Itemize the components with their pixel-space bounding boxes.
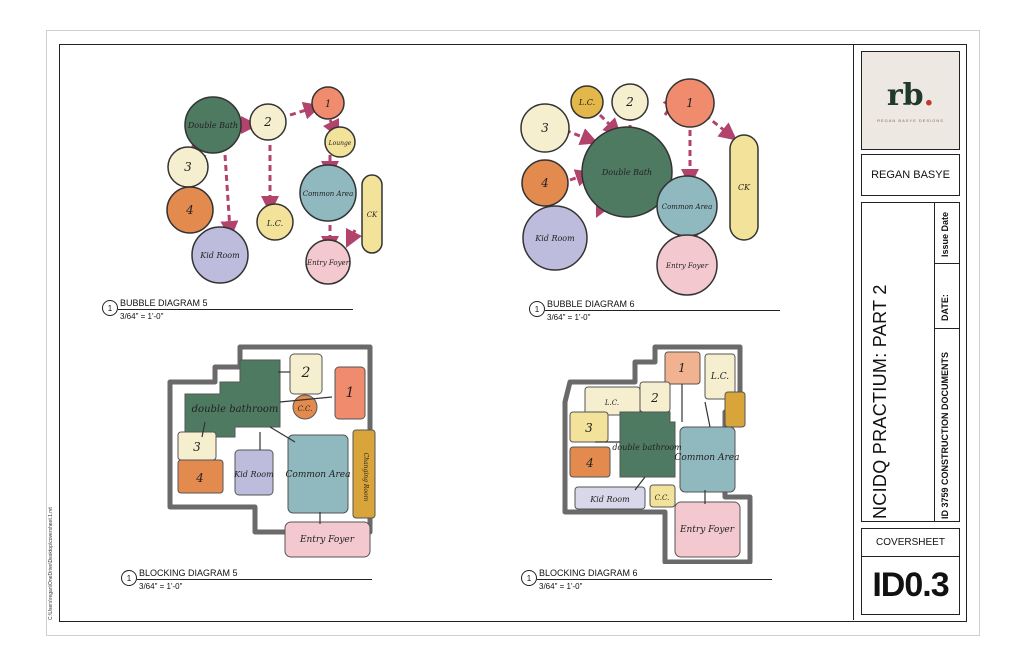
sketch-label: 1 bbox=[325, 99, 331, 110]
sketch-label: 3 bbox=[184, 160, 192, 174]
sheet-info: COVERSHEET ID0.3 bbox=[861, 528, 960, 615]
file-path: C:\Users\regan\OneDrive\Desktop\covershe… bbox=[48, 507, 54, 620]
sketch-label: 2 bbox=[650, 391, 659, 405]
sketch-label: 1 bbox=[678, 361, 686, 375]
sketch-label: Double Bath bbox=[187, 121, 238, 130]
sketch-label: Common Area bbox=[675, 453, 740, 463]
sheet-title: COVERSHEET bbox=[862, 529, 959, 557]
date-label: DATE: bbox=[940, 294, 950, 321]
sketch-label: 2 bbox=[263, 115, 272, 129]
sheet-number: ID0.3 bbox=[862, 557, 959, 614]
drawing-scale: 3/64" = 1'-0" bbox=[539, 582, 582, 591]
sketch-label: 3 bbox=[585, 421, 593, 435]
sketch-label: 1 bbox=[686, 96, 694, 110]
drawing-number: 1 bbox=[121, 570, 137, 586]
sketch-label: double bathroom bbox=[612, 443, 682, 452]
blocking-diagram-5: double bathroom 2 1 C.C. 3 4 Kid Room Co… bbox=[160, 332, 390, 564]
sketch-label: Kid Room bbox=[233, 470, 274, 479]
sketch-label: CK bbox=[738, 183, 751, 192]
label-rule bbox=[537, 579, 772, 580]
sketch-label: Entry Foyer bbox=[679, 525, 735, 535]
label-rule bbox=[545, 310, 780, 311]
sketch-label: L.C. bbox=[604, 399, 619, 407]
sketch-label: L.C. bbox=[710, 372, 729, 382]
label-rule bbox=[137, 579, 372, 580]
designer-name: REGAN BASYE bbox=[861, 154, 960, 196]
sketch-label: Common Area bbox=[662, 203, 713, 211]
sketch-label: Common Area bbox=[286, 470, 351, 480]
bubble-diagram-5: Double Bath 2 1 Lounge 3 4 Common Area C… bbox=[150, 70, 390, 300]
logo-tagline: REGAN BASYE DESIGNS bbox=[862, 118, 959, 123]
drawing-title: BLOCKING DIAGRAM 5 bbox=[139, 568, 238, 578]
drawing-scale: 3/64" = 1'-0" bbox=[139, 582, 182, 591]
sketch-label: C.C. bbox=[298, 405, 313, 413]
logo: rb. REGAN BASYE DESIGNS bbox=[861, 51, 960, 150]
drawing-title: BUBBLE DIAGRAM 6 bbox=[547, 299, 635, 309]
sketch-label: Entry Foyer bbox=[299, 535, 355, 545]
drawing-title: BUBBLE DIAGRAM 5 bbox=[120, 298, 208, 308]
bubble-diagram-6: L.C. 2 3 1 Double Bath 4 Common Area CK … bbox=[515, 70, 775, 300]
sketch-label: double bathroom bbox=[192, 404, 279, 415]
sketch-label: Entry Foyer bbox=[665, 262, 709, 270]
drawing-number: 1 bbox=[521, 570, 537, 586]
sketch-label: Kid Room bbox=[199, 251, 240, 260]
sketch-label: Common Area bbox=[303, 190, 354, 198]
drawing-number: 1 bbox=[102, 300, 118, 316]
sketch-label: L.C. bbox=[266, 219, 283, 228]
sketch-label: 4 bbox=[195, 471, 204, 485]
divider bbox=[934, 328, 959, 329]
drawing-scale: 3/64" = 1'-0" bbox=[120, 312, 163, 321]
sketch-label: L.C. bbox=[578, 98, 595, 107]
divider bbox=[934, 203, 935, 521]
divider bbox=[934, 263, 959, 264]
sketch-label: 2 bbox=[301, 365, 311, 381]
course-title: ID 3759 CONSTRUCTION DOCUMENTS bbox=[940, 352, 950, 519]
logo-mark: rb. bbox=[862, 78, 959, 113]
sketch-label: 2 bbox=[625, 95, 634, 109]
sketch-label: Kid Room bbox=[589, 495, 630, 504]
sketch-label: Entry Foyer bbox=[306, 259, 350, 267]
project-info: NCIDQ PRACTIUM: PART 2 ID 3759 CONSTRUCT… bbox=[861, 202, 960, 522]
sketch-label: 3 bbox=[541, 121, 549, 135]
drawing-number: 1 bbox=[529, 301, 545, 317]
sketch-label: 4 bbox=[540, 176, 549, 190]
sketch-label: Kid Room bbox=[534, 234, 575, 243]
issue-date-label: Issue Date bbox=[940, 212, 950, 257]
sketch-label: 4 bbox=[185, 203, 194, 217]
blocking-diagram-6: 1 L.C. L.C. 2 3 double bathroom Common A… bbox=[555, 332, 785, 564]
sketch-label: 1 bbox=[346, 385, 355, 401]
sketch-label: 3 bbox=[193, 440, 201, 454]
label-rule bbox=[118, 309, 353, 310]
sketch-label: CK bbox=[367, 211, 378, 219]
sketch-label: Double Bath bbox=[601, 168, 652, 177]
sketch-label: Lounge bbox=[328, 140, 352, 147]
sketch-label: Changing Room bbox=[362, 453, 369, 502]
drawing-scale: 3/64" = 1'-0" bbox=[547, 313, 590, 322]
project-title: NCIDQ PRACTIUM: PART 2 bbox=[870, 284, 891, 519]
title-block: rb. REGAN BASYE DESIGNS REGAN BASYE NCID… bbox=[853, 44, 966, 620]
sketch-label: C.C. bbox=[655, 494, 670, 502]
sketch-label: 4 bbox=[585, 456, 594, 470]
drawing-title: BLOCKING DIAGRAM 6 bbox=[539, 568, 638, 578]
